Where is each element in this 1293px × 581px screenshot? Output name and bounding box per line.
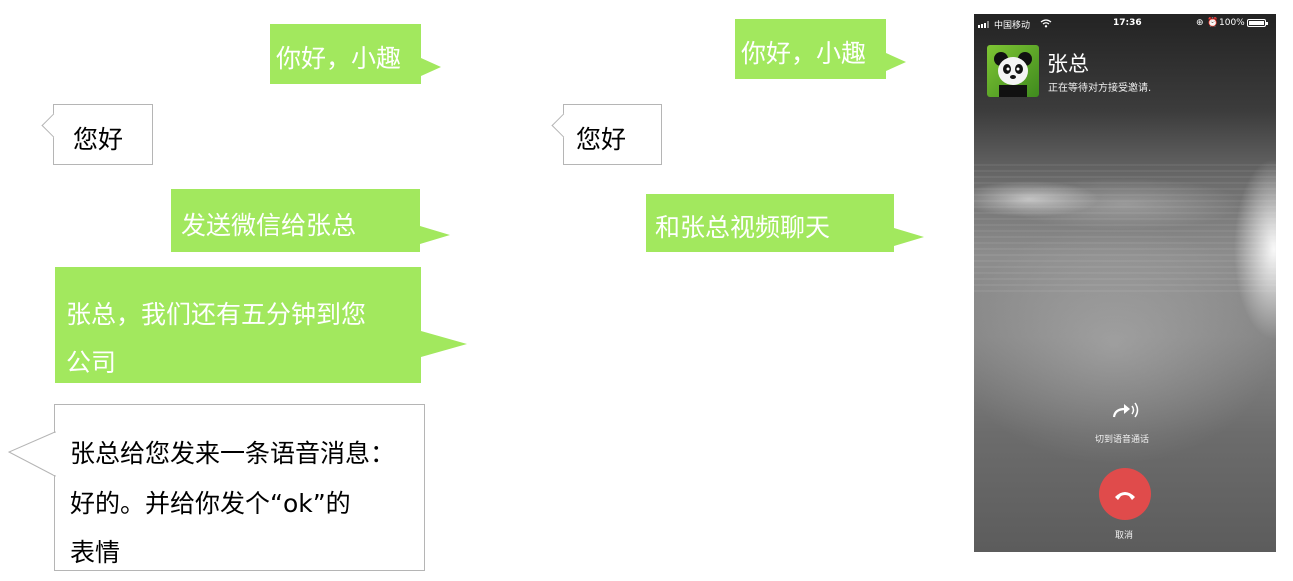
message-text: 你好，小趣 [276, 44, 402, 73]
switch-to-audio-icon[interactable] [1111, 401, 1141, 423]
orientation-lock-icon: ⊕ [1196, 18, 1204, 28]
alarm-icon: ⏰ [1207, 18, 1219, 28]
message-bubble-user: 你好，小趣 [270, 24, 441, 84]
cancel-label[interactable]: 取消 [1115, 531, 1134, 541]
hangup-button[interactable] [1099, 468, 1151, 520]
message-bubble-user: 发送微信给张总 [171, 189, 450, 252]
switch-to-audio-label[interactable]: 切到语音通话 [1095, 435, 1150, 445]
message-text: 和张总视频聊天 [655, 213, 831, 242]
carrier-label: 中国移动 [994, 21, 1031, 31]
message-bubble-user: 和张总视频聊天 [646, 194, 924, 252]
signal-icon [978, 20, 994, 28]
message-text: 您好 [576, 125, 627, 154]
message-line: 张总，我们还有五分钟到您 [66, 300, 367, 329]
panda-icon [994, 52, 1032, 97]
message-line: 好的。并给你发个“ok”的 [70, 489, 351, 518]
message-line: 公司 [66, 348, 117, 377]
video-call-screen: 中国移动 17:36 ⊕ ⏰ 100% 张总 正在等待对方接受邀请. 切 [974, 14, 1276, 552]
bubble-tail [886, 53, 906, 71]
background-blur [974, 164, 1276, 294]
avatar [987, 45, 1039, 97]
bubble-tail [421, 58, 441, 76]
bubble-tail [894, 228, 924, 246]
bubble-tail [421, 331, 467, 357]
message-bubble-assistant: 张总给您发来一条语音消息： 好的。并给你发个“ok”的 表情 [7, 404, 425, 571]
message-text: 你好，小趣 [741, 39, 867, 68]
status-time: 17:36 [1113, 18, 1142, 28]
message-bubble-user: 张总，我们还有五分钟到您 公司 [55, 267, 467, 383]
message-bubble-user: 你好，小趣 [735, 19, 906, 79]
caller-name: 张总 [1047, 52, 1089, 76]
bubble-tail [41, 113, 66, 138]
message-bubble-assistant: 您好 [41, 104, 153, 165]
message-bubble-assistant: 您好 [551, 104, 662, 165]
message-line: 表情 [70, 538, 121, 567]
bubble-tail [7, 431, 57, 477]
bubble-tail [420, 226, 450, 244]
battery-percent: 100% [1219, 18, 1245, 28]
message-line: 张总给您发来一条语音消息： [70, 439, 396, 468]
wifi-icon [1040, 19, 1052, 28]
call-status: 正在等待对方接受邀请. [1048, 83, 1152, 94]
bubble-tail [551, 113, 576, 138]
message-text: 您好 [73, 125, 124, 154]
message-text: 发送微信给张总 [181, 211, 357, 240]
phone-hangup-icon [1115, 492, 1135, 500]
battery-icon [1247, 19, 1268, 27]
